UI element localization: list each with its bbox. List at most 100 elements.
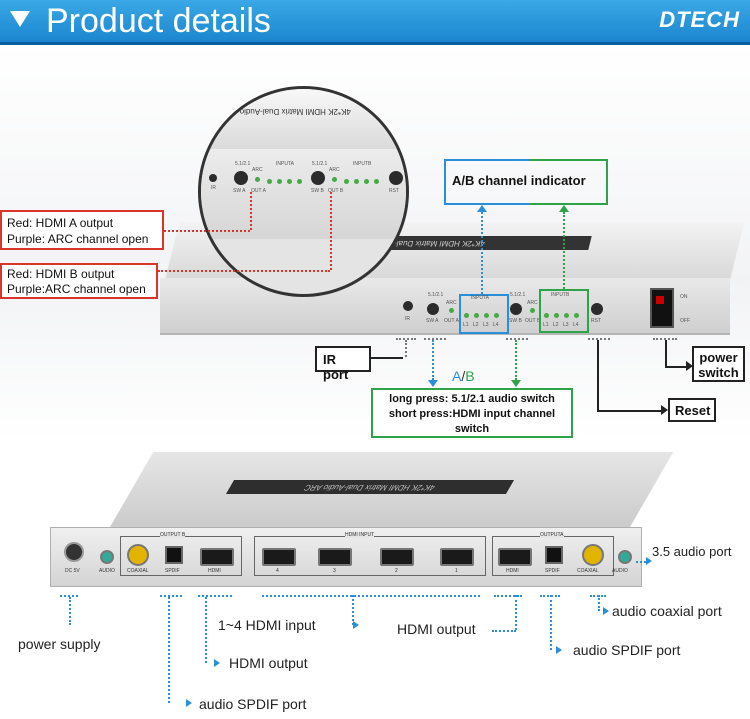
- ab-frame-left: [444, 159, 530, 205]
- zoom-arc-b: ARC: [329, 167, 340, 173]
- hdmi-b-connector-v: [330, 192, 332, 270]
- ab-green-arrow-icon: [559, 205, 569, 212]
- output-a-label: OUTPUTA: [540, 532, 564, 538]
- input-b-led-label-3: L3: [563, 322, 569, 328]
- coaxial-a-port-icon: [582, 544, 604, 566]
- zoom-led-b1: [344, 179, 349, 184]
- zoom-rst: RST: [389, 188, 399, 194]
- power-switch-indicator: [656, 296, 664, 304]
- hdmi-in-v: [352, 595, 354, 625]
- power-switch-connector-v: [665, 340, 667, 366]
- reset-label: Reset: [675, 403, 711, 418]
- zoom-front-panel: [201, 149, 406, 239]
- input-b-led-label-2: L2: [553, 322, 559, 328]
- hdmi-b-line2: Purple:ARC channel open: [7, 282, 146, 296]
- hdmi-b-callout: Red: HDMI B output Purple:ARC channel op…: [0, 263, 158, 299]
- hdmi-out-l-v: [205, 597, 207, 663]
- zoom-led-b4: [374, 179, 379, 184]
- ir-port-callout: IR port: [315, 346, 371, 382]
- zoom-switch-a-icon: [234, 171, 248, 185]
- input-a-label: INPUTA: [471, 295, 489, 301]
- power-switch-dots: [653, 338, 677, 340]
- hdmi-out-r-h: [492, 630, 516, 632]
- power-rocker-switch[interactable]: [650, 288, 674, 328]
- input-b-label: INPUTB: [551, 292, 570, 298]
- zoom-sw-a: SW A: [233, 188, 246, 194]
- label-spdif-left: audio SPDIF port: [199, 696, 307, 712]
- arc-label-b: ARC: [527, 300, 538, 306]
- ab-blue-line: [481, 212, 483, 294]
- ir-port-connector-v: [405, 340, 407, 357]
- label-power-supply: power supply: [18, 636, 101, 652]
- hdmi-b-connector: [158, 270, 330, 272]
- on-label: ON: [680, 294, 688, 300]
- zoom-input-a: INPUTA: [276, 161, 294, 167]
- back-device-label: 4K*2K HDMI Matrix Dual-Audio ARC: [225, 480, 515, 494]
- hdmi-input-1-port-icon: [440, 548, 474, 566]
- label-hdmi-output-left: HDMI output: [229, 655, 308, 671]
- sw-a-dots: [424, 338, 446, 340]
- power-v: [69, 597, 71, 625]
- hdmi-a-line2: Purple: ARC channel open: [7, 232, 149, 246]
- hdmi-in-dots: [262, 595, 480, 597]
- spdif-label-b: SPDIF: [165, 568, 180, 574]
- hdmi-label-b: HDMI: [208, 568, 221, 574]
- spdif-l-arrow-icon: [186, 699, 192, 707]
- audio-label-a: AUDIO: [612, 568, 628, 574]
- spdif-r-v: [550, 595, 552, 650]
- zoom-out-b: OUT B: [328, 188, 344, 194]
- power-switch-callout: power switch: [692, 346, 745, 382]
- spdif-label-a: SPDIF: [545, 568, 560, 574]
- zoom-led-a4: [297, 179, 302, 184]
- input-b-led-label-1: L1: [543, 322, 549, 328]
- sw-b-label: SW B: [509, 318, 522, 324]
- zoom-reset-icon: [389, 171, 403, 185]
- zoom-ir-label: IR: [211, 185, 216, 191]
- hdmi-in-arrow-icon: [353, 621, 359, 629]
- header-divider: [0, 42, 750, 45]
- input-b-led-4: [574, 313, 579, 318]
- hdmi-input-4-label: 4: [276, 568, 279, 574]
- label-hdmi-output-right: HDMI output: [397, 621, 476, 637]
- hdmi-out-l-dots: [198, 595, 232, 597]
- spdif-b-port-icon: [165, 546, 183, 564]
- hdmi-input-3-port-icon: [318, 548, 352, 566]
- ab-indicator-label: A/B channel indicator: [452, 173, 586, 188]
- power-switch-arrow-icon: [686, 361, 693, 371]
- reset-button[interactable]: [591, 303, 603, 315]
- ab-letter-a: A: [452, 368, 462, 384]
- zoom-input-b: INPUTB: [353, 161, 372, 167]
- input-a-led-label-1: L1: [463, 322, 469, 328]
- zoom-top-label: 4K*2K HDMI Matrix Dual-Audio ARC: [221, 107, 351, 116]
- zoom-led-a2: [277, 179, 282, 184]
- leader-35-arrow-icon: [646, 557, 652, 565]
- zoom-out-a: OUT A: [251, 188, 266, 194]
- switch-b-button[interactable]: [510, 303, 522, 315]
- coax-v: [598, 595, 600, 611]
- ab-green-line: [563, 212, 565, 289]
- coaxial-label-a: COAXIAL: [577, 568, 599, 574]
- ab-letter-sep: /: [461, 368, 466, 384]
- switch-info-line3: switch: [454, 423, 490, 435]
- hdmi-out-r-dots: [494, 595, 522, 597]
- spdif-l-dots: [160, 595, 182, 597]
- reset-arrow-icon: [661, 405, 668, 415]
- switch-a-button[interactable]: [427, 303, 439, 315]
- power-switch-connector-h: [665, 366, 687, 368]
- hdmi-input-2-port-icon: [380, 548, 414, 566]
- power-switch-line2: switch: [698, 365, 739, 380]
- power-switch-line1: power: [699, 350, 738, 365]
- header-arrow-icon: [10, 11, 30, 27]
- sw-a-line: [432, 340, 434, 380]
- hdmi-a-line1: Red: HDMI A output: [7, 216, 114, 230]
- zoom-ir-icon: [209, 174, 217, 182]
- ir-port-connector: [371, 357, 403, 359]
- audio-label-b: AUDIO: [99, 568, 115, 574]
- label-35-audio: 3.5 audio port: [652, 544, 732, 559]
- page-title: Product details: [46, 2, 271, 40]
- hdmi-a-connector: [164, 230, 250, 232]
- zoom-magnifier: 4K*2K HDMI Matrix Dual-Audio ARC IR 5.1/…: [198, 86, 409, 297]
- hdmi-a-callout: Red: HDMI A output Purple: ARC channel o…: [0, 210, 164, 250]
- hdmi-input-2-label: 2: [395, 568, 398, 574]
- audio-jack-b-icon: [100, 550, 114, 564]
